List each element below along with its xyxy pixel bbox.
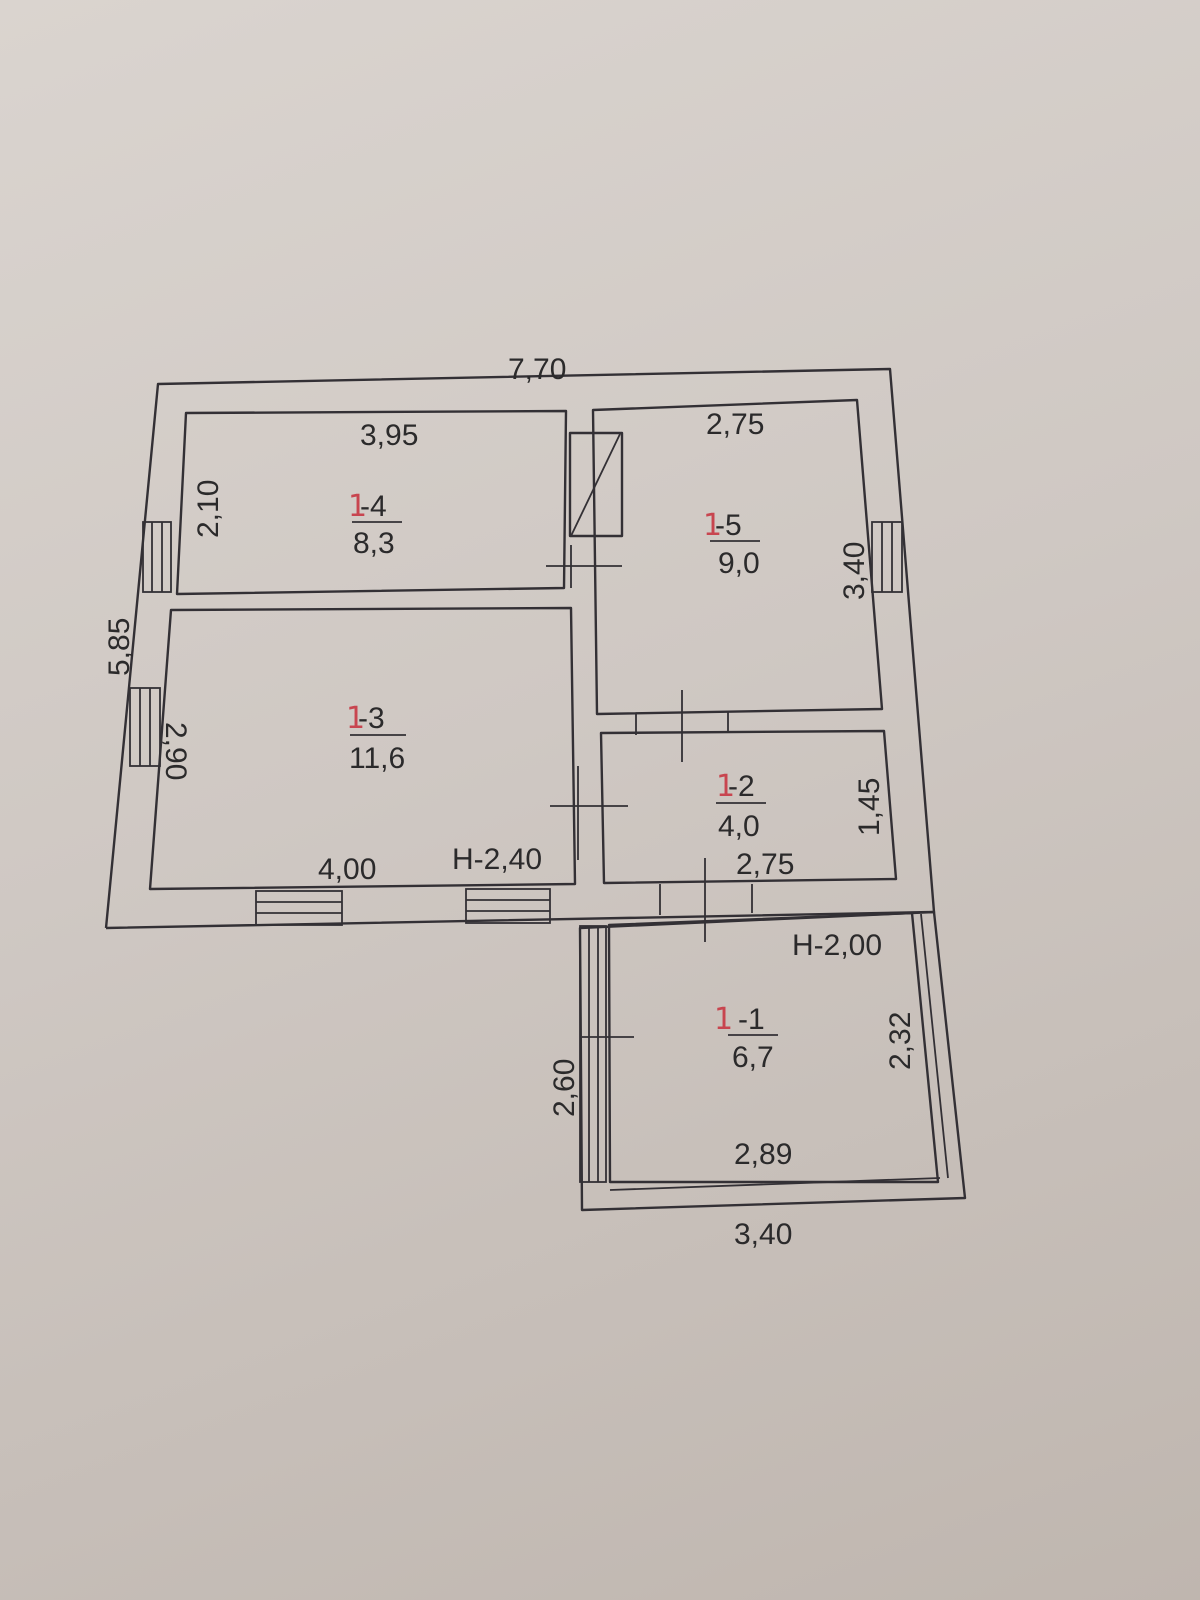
room-1-2-label: 1 -2 4,0: [716, 769, 766, 843]
height-main: Н-2,40: [452, 843, 542, 876]
annex-right-line: [920, 913, 949, 1179]
window-annex-left: [579, 925, 607, 1183]
unit-mark: 1: [348, 489, 367, 524]
dim-room-1-5-width: 2,75: [706, 408, 764, 441]
dim-room-1-1-inner-width: 2,89: [734, 1138, 792, 1171]
window-left-upper: [142, 521, 172, 593]
room-area: 4,0: [718, 810, 760, 843]
room-1-3-walls: [148, 606, 577, 891]
room-1-5-label: 1 -5 9,0: [703, 508, 760, 580]
room-1-5-walls: [591, 398, 884, 716]
dim-room-1-1-outer-width: 3,40: [734, 1218, 792, 1251]
room-number: -3: [358, 702, 385, 735]
room-1-3-label: 1 -3 11,6: [346, 701, 406, 775]
door-room-1-5: [635, 690, 729, 762]
room-number: -5: [715, 509, 742, 542]
annex-bottom-line: [609, 1177, 941, 1191]
room-area: 6,7: [732, 1041, 774, 1074]
dim-room-1-5-depth: 3,40: [838, 542, 871, 600]
room-1-2-walls: [599, 729, 898, 885]
unit-mark: 1: [716, 769, 735, 804]
window-bottom-1: [255, 890, 343, 926]
dim-room-1-1-depth: 2,60: [548, 1059, 581, 1117]
outer-wall-main: [104, 367, 936, 930]
room-1-1-walls: [607, 911, 940, 1184]
height-annex: Н-2,00: [792, 929, 882, 962]
chimney-diagonal: [570, 433, 621, 537]
room-area: 9,0: [718, 547, 760, 580]
dim-outer-top: 7,70: [508, 353, 566, 386]
door-room-1-2: [659, 858, 753, 942]
dim-room-1-4-depth: 2,10: [192, 480, 225, 538]
room-area: 8,3: [353, 527, 395, 560]
door-room-1-4: [546, 545, 622, 588]
dim-room-1-4-width: 3,95: [360, 419, 418, 452]
room-number: -2: [728, 770, 755, 803]
door-room-1-3: [550, 766, 628, 860]
room-1-4-label: 1 -4 8,3: [348, 489, 402, 560]
room-1-4-walls: [175, 409, 568, 596]
unit-mark: 1: [714, 1002, 733, 1037]
dim-room-1-3-width: 4,00: [318, 853, 376, 886]
unit-mark: 1: [703, 508, 722, 543]
room-area: 11,6: [349, 742, 405, 775]
room-1-1-label: 1 -1 6,7: [714, 1002, 778, 1074]
dim-room-1-2-depth: 1,45: [853, 778, 886, 836]
window-left-lower: [129, 687, 161, 767]
room-number: -4: [360, 490, 387, 523]
dim-outer-left: 5,85: [103, 618, 136, 676]
dim-room-1-2-width: 2,75: [736, 848, 794, 881]
unit-mark: 1: [346, 701, 365, 736]
room-number: -1: [738, 1003, 765, 1036]
chimney-block: [568, 431, 624, 538]
window-bottom-2: [465, 888, 551, 924]
window-right: [871, 521, 903, 593]
dim-room-1-1-side: 2,32: [884, 1012, 917, 1070]
dim-room-1-3-depth: 2,90: [159, 722, 192, 780]
